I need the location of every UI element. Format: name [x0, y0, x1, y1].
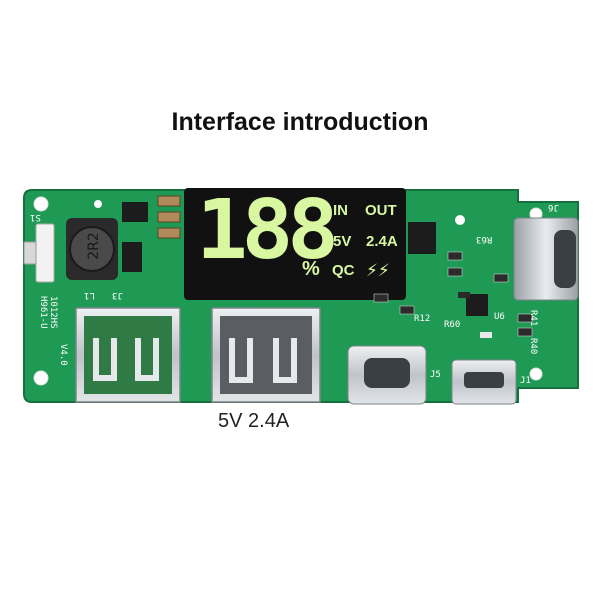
chip	[408, 222, 436, 254]
silk-ref: J3	[112, 290, 123, 300]
silk-ref: J6	[548, 202, 559, 212]
silk-ref: S1	[30, 212, 41, 222]
usb-a-port-1-contact	[135, 338, 159, 381]
silk-ref: J5	[430, 370, 441, 380]
lcd-percent-sign: %	[302, 258, 320, 280]
usb-a-port-2-contact	[273, 338, 297, 383]
silk-ref: J1	[520, 376, 531, 386]
mount-hole	[529, 367, 543, 381]
lcd-label-qc: QC	[332, 262, 355, 279]
inductor-core	[69, 226, 115, 272]
chip	[466, 294, 488, 316]
side-switch-knob	[23, 241, 37, 265]
capacitor	[157, 195, 181, 207]
resistor	[373, 293, 389, 303]
chip	[122, 202, 148, 222]
silk-ref: R12	[414, 314, 431, 324]
usb-a-port-2-contact	[229, 338, 253, 383]
led	[480, 332, 492, 338]
lightning-icon: ⚡⚡	[366, 261, 390, 281]
lcd-label-in: IN	[333, 202, 348, 219]
caption: 5V 2.4A	[218, 410, 290, 432]
silk-ref: R63	[476, 234, 493, 244]
lcd-label-out: OUT	[365, 202, 397, 219]
resistor	[399, 305, 415, 315]
usb-a-port-1-contact	[93, 338, 117, 381]
resistor	[447, 267, 463, 277]
silk-version: V4.0	[58, 344, 68, 366]
lcd-label-current: 2.4A	[366, 233, 398, 250]
silk-ref: R40	[528, 338, 538, 355]
silk-ref: U6	[494, 312, 505, 322]
lcd-display	[184, 188, 406, 300]
mount-hole	[455, 215, 465, 225]
resistor	[517, 313, 533, 323]
silk-ref: R60	[444, 320, 461, 330]
mount-hole	[33, 196, 49, 212]
usb-c-port-bottom-opening	[364, 358, 410, 388]
inductor-marking: 2R2	[85, 232, 102, 260]
mount-hole	[94, 200, 102, 208]
side-switch	[35, 223, 55, 283]
resistor	[447, 251, 463, 261]
silk-date: 1012HS	[48, 296, 58, 329]
silk-ref: L1	[84, 290, 95, 300]
usb-c-port-right-opening	[554, 230, 576, 288]
chip	[122, 242, 142, 272]
capacitor	[157, 211, 181, 223]
lcd-label-voltage: 5V	[333, 233, 352, 250]
lcd-digits: 188	[196, 183, 339, 278]
silk-ref: R41	[528, 310, 538, 327]
pcb-board	[23, 188, 579, 405]
page-title: Interface introduction	[171, 108, 429, 136]
micro-usb-port-opening	[464, 372, 504, 388]
resistor	[458, 292, 470, 298]
capacitor	[157, 227, 181, 239]
resistor	[493, 273, 509, 283]
mount-hole	[33, 370, 49, 386]
resistor	[517, 327, 533, 337]
silk-model: H961-U	[38, 296, 48, 329]
